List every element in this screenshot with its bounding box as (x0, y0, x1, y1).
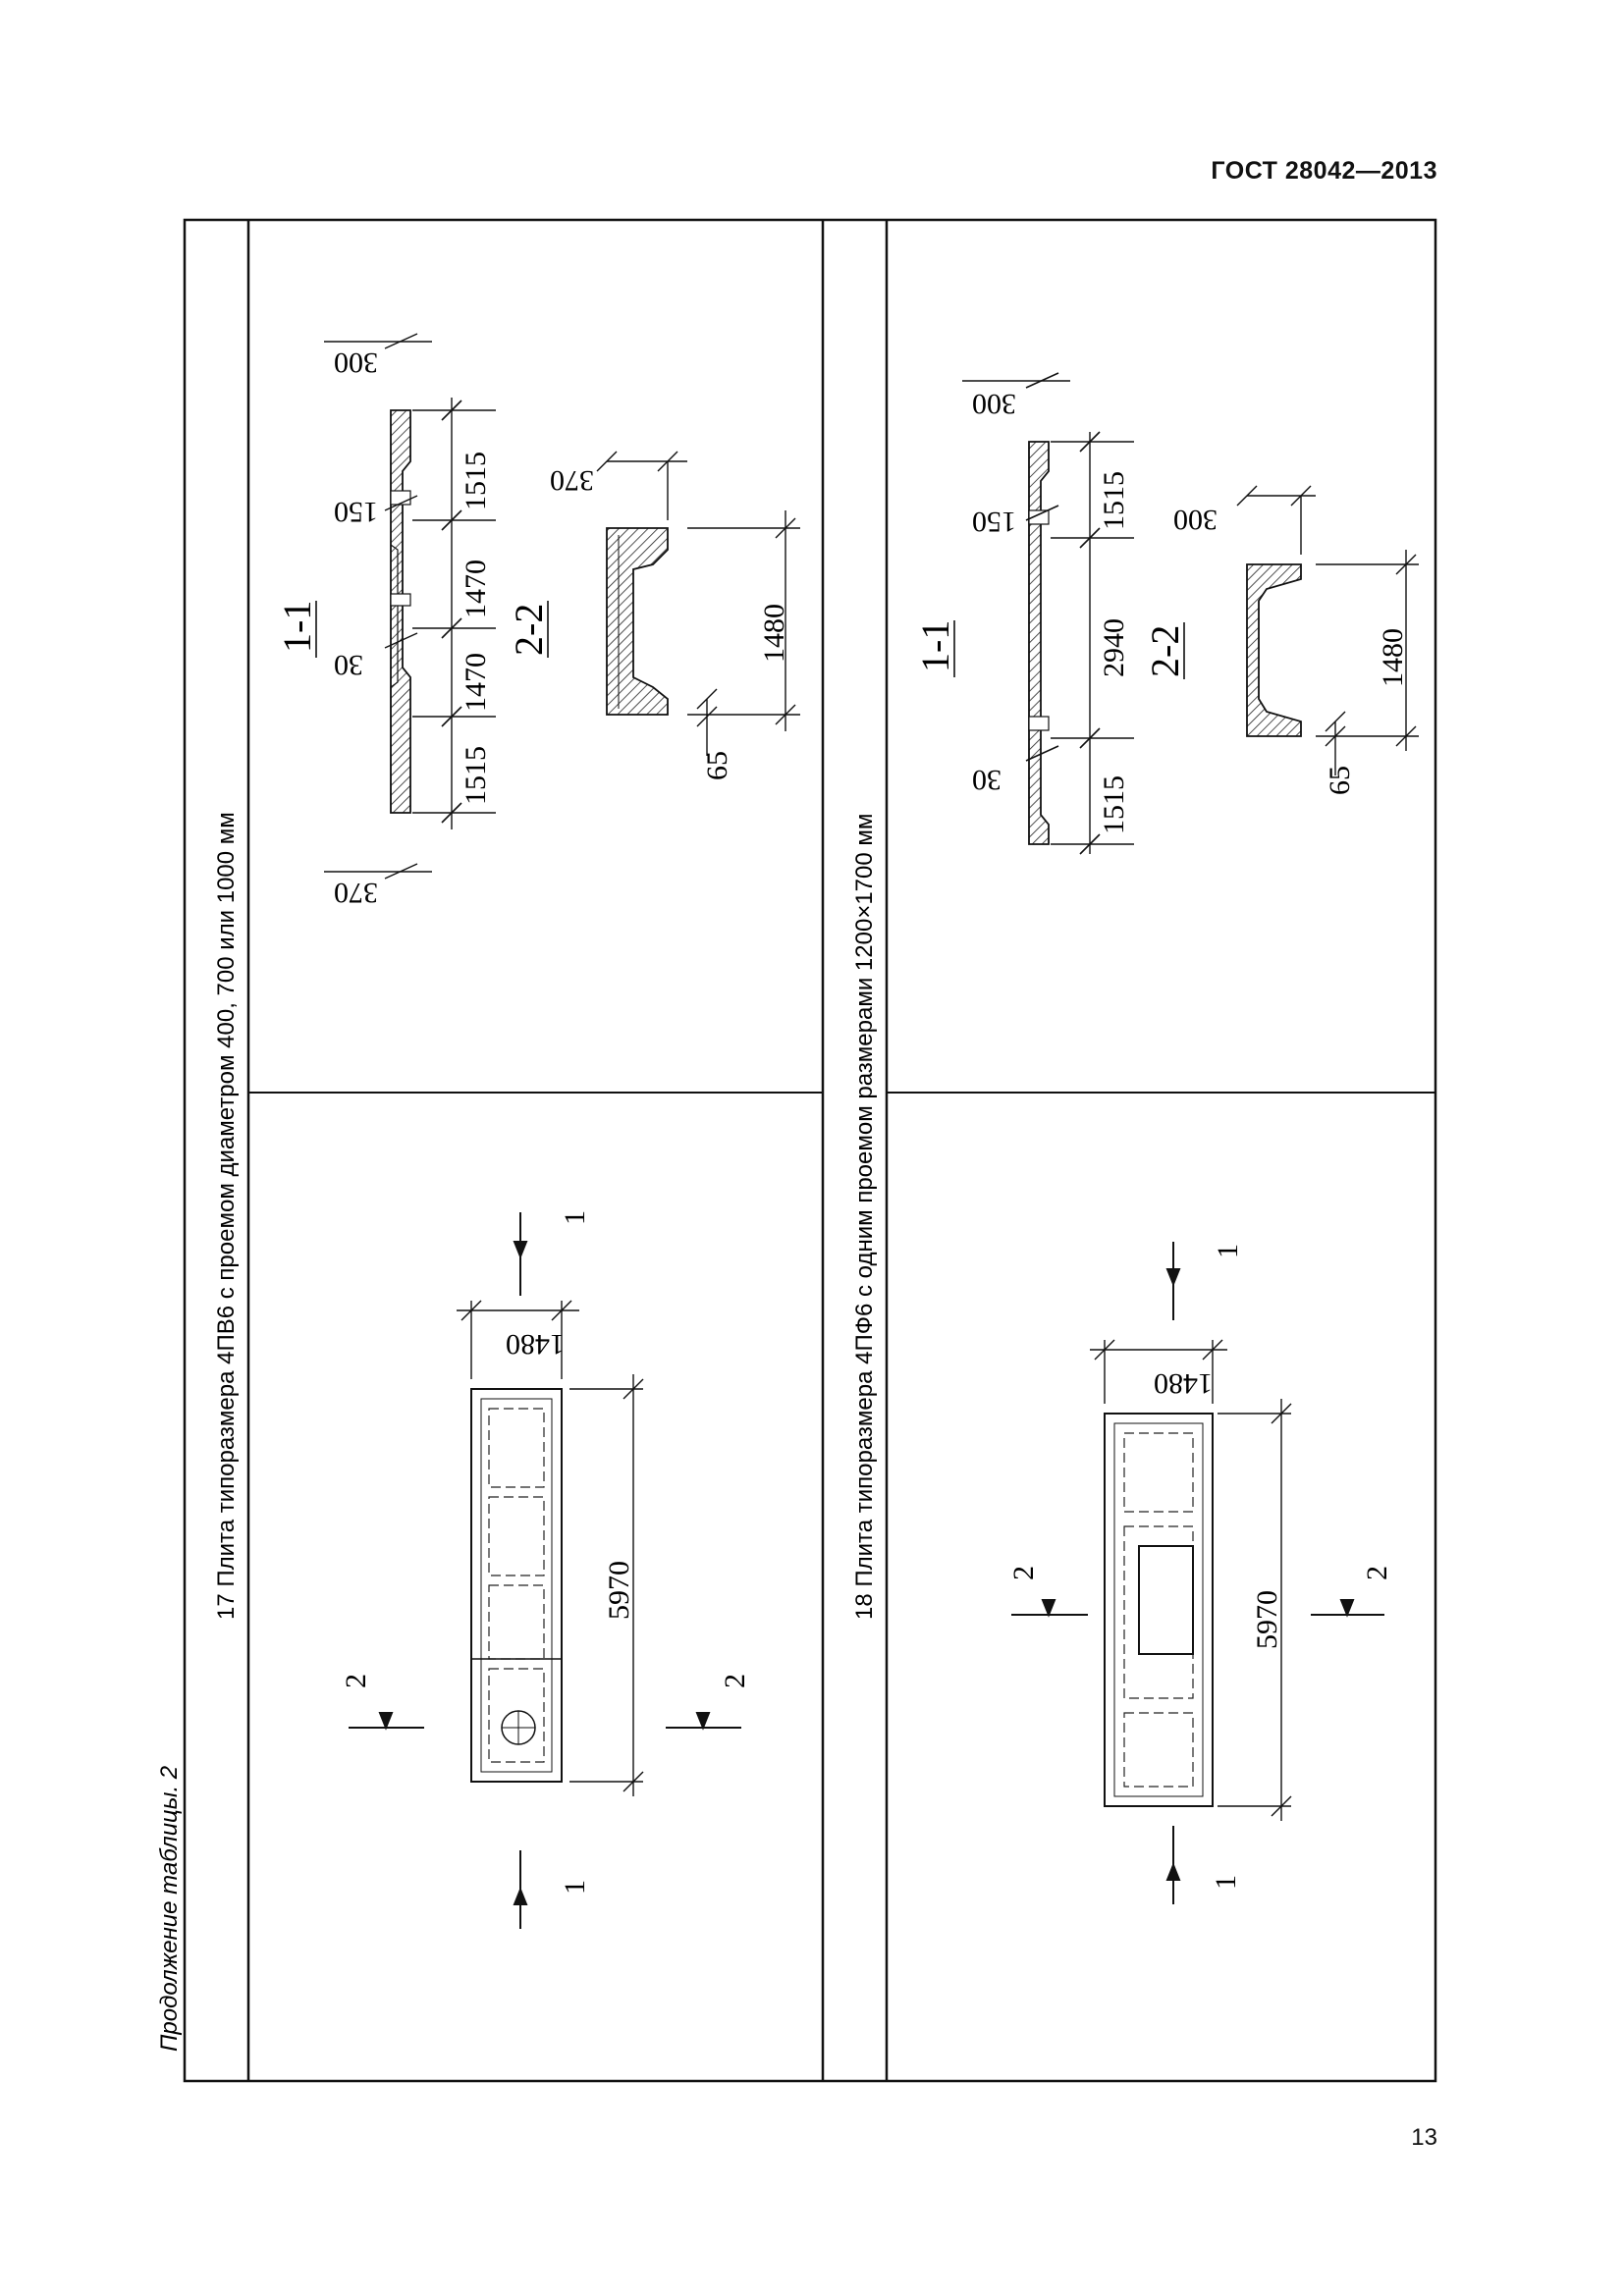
cut-mark-1-top: 1 (1212, 1244, 1244, 1258)
section-label-2-2: 2-2 (507, 604, 551, 656)
plan-width-1480: 1480 (506, 1328, 565, 1361)
row-18-plan-view: 5970 1480 1 1 2 2 (1007, 1242, 1393, 1904)
page-number: 13 (1411, 2124, 1437, 2151)
dim-1515-b: 1515 (1098, 471, 1130, 530)
dim-30: 30 (972, 764, 1001, 796)
dim-1515-a: 1515 (1098, 775, 1130, 834)
dim-300: 300 (334, 347, 378, 379)
section-label-1-1: 1-1 (275, 601, 319, 653)
row-17-section-2-2: 2-2 1480 65 370 (507, 451, 800, 780)
dim-65: 65 (1324, 766, 1356, 795)
dim-2940: 2940 (1098, 618, 1130, 677)
row-17-plan-view: 5970 1480 1 1 2 2 (340, 1210, 751, 1929)
section-label-2-2: 2-2 (1143, 625, 1187, 677)
dim-1480-section: 1480 (758, 604, 790, 663)
dim-1515-b: 1515 (460, 452, 492, 510)
section-label-1-1: 1-1 (913, 620, 957, 672)
dim-300-section: 300 (1173, 504, 1218, 536)
row-17-section-1-1: 1-1 1515 1470 1470 1515 370 30 150 300 (275, 333, 496, 909)
dim-300: 300 (972, 388, 1016, 420)
dim-370-section: 370 (550, 464, 594, 497)
dim-150: 150 (334, 496, 378, 528)
plan-width-1480: 1480 (1154, 1367, 1213, 1400)
dim-150: 150 (972, 506, 1016, 538)
dim-1470-a: 1470 (460, 653, 492, 712)
cut-mark-2-left: 2 (1007, 1566, 1040, 1580)
table-continuation-note: Продолжение таблицы. 2 (156, 1766, 183, 2052)
cut-mark-2-right: 2 (1361, 1566, 1393, 1580)
dim-65: 65 (701, 751, 733, 780)
plan-length-5970: 5970 (1251, 1590, 1283, 1649)
plan-length-5970: 5970 (603, 1561, 635, 1620)
row-17-caption: 17 Плита типоразмера 4ПВ6 с проемом диам… (213, 812, 240, 1620)
dim-1480-section: 1480 (1377, 628, 1409, 687)
dim-1470-b: 1470 (460, 560, 492, 618)
cut-mark-2-right: 2 (719, 1674, 751, 1688)
cut-mark-2-left: 2 (340, 1674, 372, 1688)
dim-30: 30 (334, 649, 363, 681)
row-18-caption: 18 Плита типоразмера 4ПФ6 с одним проемо… (851, 814, 878, 1620)
cut-mark-1-bottom: 1 (559, 1880, 591, 1895)
document-code: ГОСТ 28042—2013 (1211, 157, 1437, 185)
row-18-section-2-2: 2-2 1480 65 300 (1143, 485, 1419, 795)
table-frame (183, 218, 1437, 2083)
cut-mark-1-bottom: 1 (1210, 1875, 1242, 1890)
dim-1515-a: 1515 (460, 746, 492, 805)
dim-370: 370 (334, 877, 378, 909)
row-18-section-1-1: 1-1 1515 2940 1515 30 150 300 (913, 372, 1134, 855)
cut-mark-1-top: 1 (559, 1210, 591, 1225)
